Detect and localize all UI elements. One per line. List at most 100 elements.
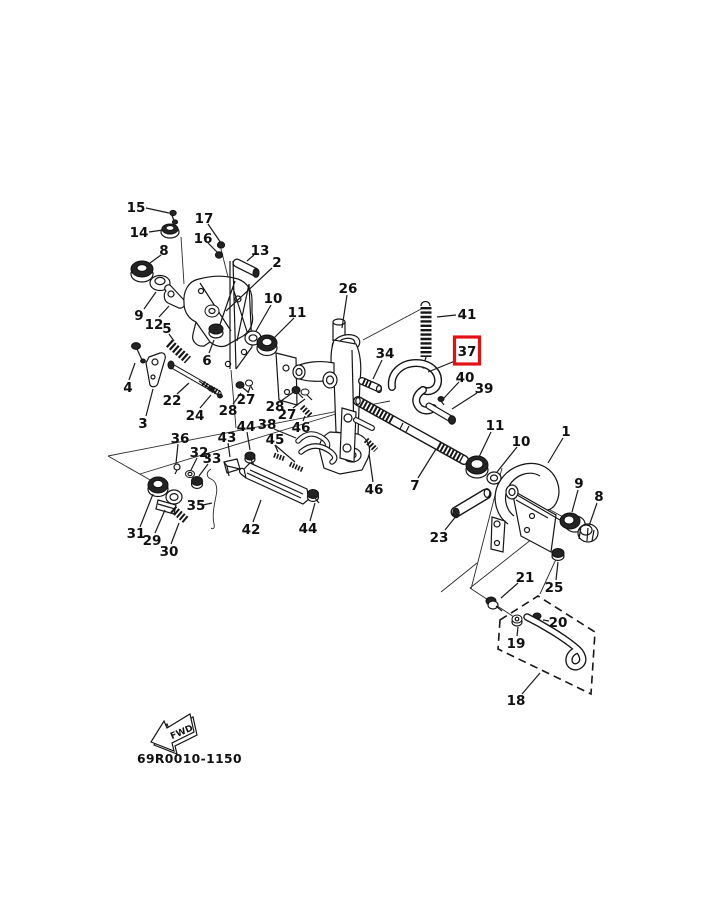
tilt-spring-and-hook-art (358, 300, 456, 425)
part-label-21[interactable]: 21 (516, 570, 535, 586)
leader-line-13 (246, 254, 255, 262)
leader-line-33 (198, 463, 209, 477)
leader-line-39 (451, 392, 478, 410)
leader-line-37 (427, 360, 456, 373)
part-label-46[interactable]: 46 (292, 420, 311, 436)
part-label-17[interactable]: 17 (195, 211, 214, 227)
leader-line-8 (588, 502, 598, 527)
leader-line-4 (128, 362, 136, 381)
part-label-24[interactable]: 24 (186, 408, 205, 424)
part-label-36[interactable]: 36 (171, 431, 190, 447)
leader-line-22 (176, 382, 190, 395)
part-label-27[interactable]: 27 (237, 392, 256, 408)
part-label-44[interactable]: 44 (299, 521, 318, 537)
leader-line-46 (368, 453, 374, 483)
part-label-16[interactable]: 16 (194, 231, 213, 247)
highlight-box-part-37 (452, 335, 482, 366)
part-label-43[interactable]: 43 (218, 430, 237, 446)
part-label-28[interactable]: 28 (266, 399, 285, 415)
part-label-5[interactable]: 5 (162, 321, 171, 337)
leader-line-38 (273, 428, 297, 439)
part-label-14[interactable]: 14 (130, 225, 149, 241)
part-label-11[interactable]: 11 (288, 305, 307, 321)
leader-line-15 (145, 207, 170, 214)
part-label-10[interactable]: 10 (264, 291, 283, 307)
leader-line-36 (175, 443, 179, 464)
leader-line-44 (246, 431, 251, 451)
part-label-6[interactable]: 6 (202, 353, 211, 369)
part-label-25[interactable]: 25 (545, 580, 564, 596)
part-label-20[interactable]: 20 (549, 615, 568, 631)
swivel-bracket-art (292, 318, 375, 475)
part-label-45[interactable]: 45 (266, 432, 285, 448)
leader-line-11 (271, 317, 295, 341)
leader-lines-layer (128, 207, 598, 695)
part-label-37[interactable]: 37 (458, 344, 477, 360)
leader-line-3 (145, 388, 154, 417)
part-label-18[interactable]: 18 (507, 693, 526, 709)
leader-line-35 (202, 502, 213, 506)
part-label-13[interactable]: 13 (251, 243, 270, 259)
leader-line-7 (417, 448, 437, 479)
leader-line-26 (341, 294, 348, 329)
leader-line-10 (496, 446, 518, 473)
part-label-8[interactable]: 8 (594, 489, 603, 505)
leader-line-24 (199, 394, 212, 409)
fastener-cluster-topleft-art (130, 209, 260, 309)
leader-line-32 (190, 457, 198, 471)
part-label-38[interactable]: 38 (258, 417, 277, 433)
part-label-4[interactable]: 4 (123, 380, 132, 396)
part-label-12[interactable]: 12 (145, 317, 164, 333)
leader-line-21 (500, 582, 519, 599)
part-label-23[interactable]: 23 (430, 530, 449, 546)
part-label-27[interactable]: 27 (278, 407, 297, 423)
handle-kit-dashed-box (497, 595, 596, 696)
part-label-9[interactable]: 9 (574, 476, 583, 492)
part-code: 69R0010-1150 (137, 752, 242, 766)
leader-line-46 (302, 415, 306, 422)
part-label-46[interactable]: 46 (365, 482, 384, 498)
spring-and-bolt-cluster-left-art (131, 339, 223, 399)
part-label-32[interactable]: 32 (190, 445, 209, 461)
leader-line-10 (255, 304, 272, 332)
handle-kit-art (485, 595, 596, 696)
part-label-39[interactable]: 39 (475, 381, 494, 397)
part-label-29[interactable]: 29 (143, 533, 162, 549)
part-label-44[interactable]: 44 (237, 419, 256, 435)
leader-line-27 (247, 386, 251, 394)
leader-line-28 (280, 390, 296, 402)
part-label-8[interactable]: 8 (159, 243, 168, 259)
part-label-34[interactable]: 34 (376, 346, 395, 362)
part-label-19[interactable]: 19 (507, 636, 526, 652)
part-label-31[interactable]: 31 (127, 526, 146, 542)
leader-line-9 (571, 489, 579, 513)
part-label-26[interactable]: 26 (339, 281, 358, 297)
part-label-42[interactable]: 42 (242, 522, 261, 538)
part-label-30[interactable]: 30 (160, 544, 179, 560)
part-label-41[interactable]: 41 (458, 307, 477, 323)
roller-cluster-bottomleft-art (147, 468, 218, 530)
leader-line-18 (521, 672, 541, 695)
clamp-bracket-right-art (450, 462, 599, 562)
cam-lever-cluster-art (173, 379, 379, 505)
part-label-7[interactable]: 7 (410, 478, 419, 494)
leader-line-9 (143, 291, 157, 310)
part-label-10[interactable]: 10 (512, 434, 531, 450)
leader-line-2 (225, 267, 273, 312)
part-label-3[interactable]: 3 (138, 416, 147, 432)
part-label-40[interactable]: 40 (456, 370, 475, 386)
part-label-2[interactable]: 2 (272, 255, 281, 271)
part-label-15[interactable]: 15 (127, 200, 146, 216)
part-label-28[interactable]: 28 (219, 403, 238, 419)
part-label-11[interactable]: 11 (486, 418, 505, 434)
tilt-rod-art (353, 396, 502, 485)
leader-line-20 (542, 619, 550, 622)
leader-line-28 (232, 392, 242, 405)
part-label-22[interactable]: 22 (163, 393, 182, 409)
part-label-33[interactable]: 33 (203, 451, 222, 467)
part-label-1[interactable]: 1 (561, 424, 570, 440)
part-label-9[interactable]: 9 (134, 308, 143, 324)
leader-line-42 (252, 499, 262, 523)
part-label-35[interactable]: 35 (187, 498, 206, 514)
